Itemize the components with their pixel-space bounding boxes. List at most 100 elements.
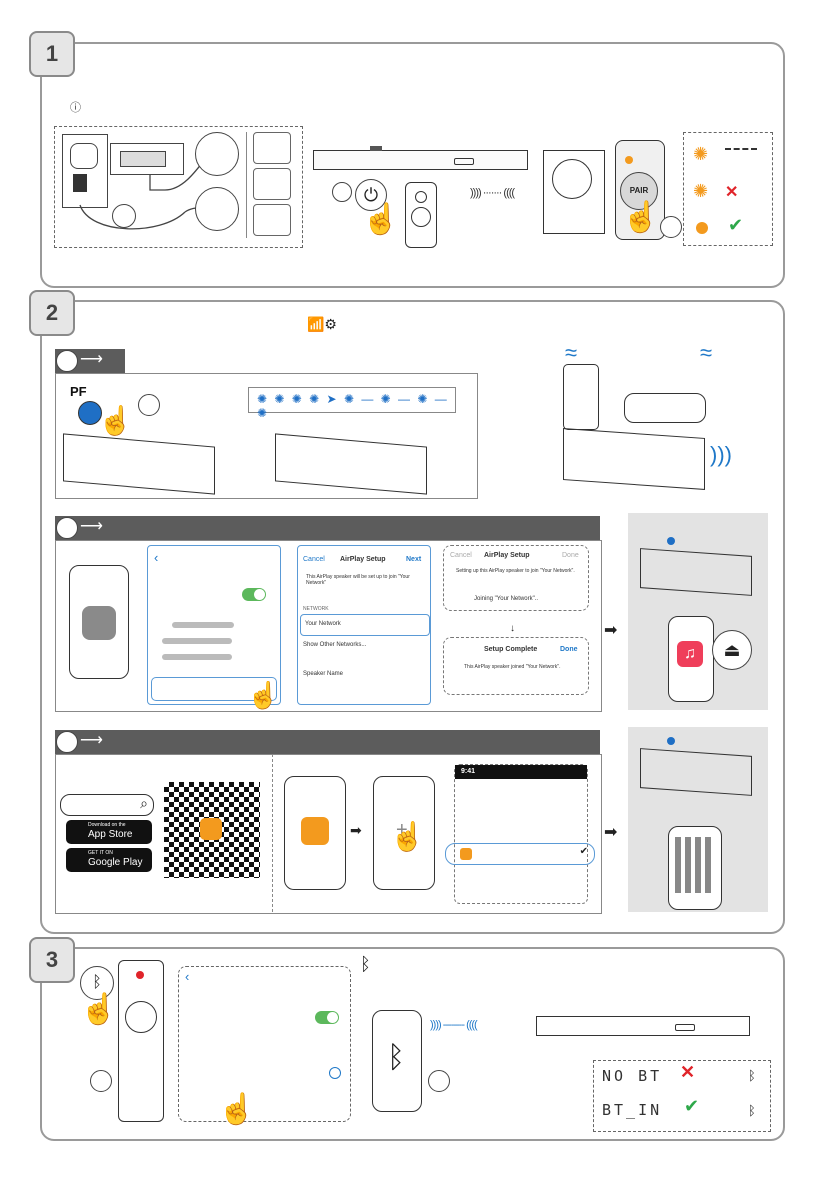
right-arrow-c: ➡ <box>604 824 618 841</box>
bluetooth-heading-icon: ᛒ <box>360 954 371 974</box>
subwoofer-socket <box>73 174 87 192</box>
music-app-icon[interactable]: ♫ <box>677 641 703 667</box>
led-blinking-fast: ✺ <box>693 144 709 164</box>
back-chevron[interactable]: ‹ <box>154 550 159 565</box>
remote-power-button[interactable] <box>136 971 144 979</box>
speaker-name-label[interactable]: Speaker Name <box>303 671 344 677</box>
step-number-3: 3 <box>29 937 75 983</box>
hand-press-icon-5: ☝ <box>390 821 425 852</box>
wifi-icon-phone: ≈ <box>565 340 578 365</box>
network-row-1[interactable] <box>172 622 234 628</box>
bt-phone: ᛒ <box>372 1010 422 1112</box>
hand-press-icon-4: ☝ <box>247 680 280 710</box>
soundbar-top-bump <box>370 146 382 151</box>
hand-press-icon-3: ☝ <box>98 405 133 436</box>
wall-socket-1 <box>195 132 239 176</box>
subwoofer-port <box>70 143 98 169</box>
wifi-toggle[interactable] <box>242 588 266 601</box>
bluetooth-button-zoom[interactable]: ᛒ <box>80 966 114 1000</box>
bt-signal: )))) -------- (((( <box>430 1019 478 1031</box>
airplay-next[interactable]: Next <box>406 556 422 563</box>
option-b-box <box>55 540 602 712</box>
show-other-networks[interactable]: Show Other Networks... <box>303 642 367 648</box>
airplay-setup-screen: Cancel AirPlay Setup Next This AirPlay s… <box>297 545 431 705</box>
complete-text: This AirPlay speaker joined "Your Networ… <box>464 664 561 670</box>
search-box[interactable]: ⌕ <box>60 794 154 816</box>
airplay-progress-panel: Cancel AirPlay Setup Done Setting up thi… <box>443 545 589 611</box>
power-button-icon[interactable]: ⏻ <box>355 179 387 211</box>
option-a-marker <box>56 350 78 372</box>
google-play-small: GET IT ON <box>88 850 113 856</box>
bluetooth-icon-small-2: ᛒ <box>748 1103 756 1118</box>
app-store-badge[interactable]: Download on the App Store <box>66 820 152 844</box>
option-c-box <box>55 754 602 914</box>
app-store-label: App Store <box>88 829 133 840</box>
bt-in-check-icon: ✔ <box>684 1096 700 1116</box>
right-arrow-c1: ➡ <box>350 822 362 838</box>
settings-app-icon[interactable] <box>82 606 116 640</box>
add-device-icon[interactable]: + <box>396 819 408 841</box>
bluetooth-icon-large: ᛒ <box>387 1041 405 1074</box>
device-row-selected[interactable]: ✔ <box>445 843 595 865</box>
setup-complete-panel: Setup Complete Done This AirPlay speaker… <box>443 637 589 695</box>
hand-press-icon: ☝ <box>362 203 400 236</box>
google-play-badge[interactable]: GET IT ON Google Play <box>66 848 152 872</box>
led-solid <box>696 222 708 234</box>
airplay-icon[interactable]: ⏏ <box>712 630 752 670</box>
not-paired-icon: ✕ <box>725 184 739 201</box>
bluetooth-toggle[interactable] <box>315 1011 339 1024</box>
joining-text: Joining "Your Network".. <box>474 596 539 602</box>
right-arrow-b: ➡ <box>604 622 618 639</box>
apps-phone <box>668 826 722 910</box>
option-b-arrow: ⟶ <box>80 518 103 535</box>
complete-done[interactable]: Done <box>560 646 578 653</box>
back-chevron-2[interactable]: ‹ <box>185 969 190 984</box>
your-network-row[interactable]: Your Network <box>300 614 430 636</box>
info-icon[interactable] <box>329 1067 341 1079</box>
subwoofer-front <box>543 150 605 234</box>
app-grid <box>675 837 715 893</box>
app-icon[interactable] <box>301 817 329 845</box>
bt-display-legend <box>593 1060 771 1132</box>
led-legend-box <box>683 132 773 246</box>
remote-control <box>405 182 437 248</box>
hand-press-icon-2: ☝ <box>622 201 660 234</box>
wifi-settings-screen: ‹ <box>147 545 281 705</box>
app-store-small: Download on the <box>88 822 126 828</box>
down-arrow: ↓ <box>510 623 515 634</box>
selected-check-icon: ✔ <box>579 846 588 857</box>
option-c-marker <box>56 731 78 753</box>
airplay-setup-row[interactable] <box>151 677 277 701</box>
led-blinking-slow: ✺ <box>693 181 709 201</box>
connection-diagram-box <box>54 126 303 248</box>
network-row-3[interactable] <box>162 654 232 660</box>
airplay-intro: This AirPlay speaker will be set up to j… <box>306 574 410 586</box>
step-number-2: 2 <box>29 290 75 336</box>
no-bt-x-icon: ✕ <box>680 1062 696 1082</box>
step-marker-bt2 <box>428 1070 450 1092</box>
led-sequence-box: ✺ ✺ ✺ ✺ ➤ ✺ — ✺ — ✺ — ✺ <box>248 387 456 420</box>
wifi-icon-router: ≈ <box>700 340 713 365</box>
app-phone-2: + <box>373 776 435 890</box>
option-b-marker <box>56 517 78 539</box>
your-network-label: Your Network <box>305 621 341 627</box>
progress-title: AirPlay Setup <box>484 552 530 559</box>
bt-settings-screen: ‹ <box>178 966 351 1122</box>
setting-up-text: Setting up this AirPlay speaker to join … <box>456 568 575 574</box>
soundbar-b <box>640 548 752 596</box>
app-device-screen: 9:41 ✔ <box>445 764 595 904</box>
soundbar-rear <box>110 143 184 175</box>
timer-icon <box>138 394 160 416</box>
step-marker-pair <box>660 216 682 238</box>
progress-done: Done <box>562 552 579 559</box>
pair-button[interactable]: PAIR <box>620 172 658 210</box>
bluetooth-icon-small-1: ᛒ <box>748 1068 756 1083</box>
airplay-cancel[interactable]: Cancel <box>303 556 325 563</box>
blue-led-c <box>667 737 675 745</box>
network-row-2[interactable] <box>162 638 232 644</box>
pf-label: PF <box>70 384 87 399</box>
pf-button[interactable] <box>78 401 102 425</box>
progress-cancel: Cancel <box>450 552 472 559</box>
warning-icon: ⓘ <box>70 102 81 114</box>
plug-variants <box>246 132 295 238</box>
